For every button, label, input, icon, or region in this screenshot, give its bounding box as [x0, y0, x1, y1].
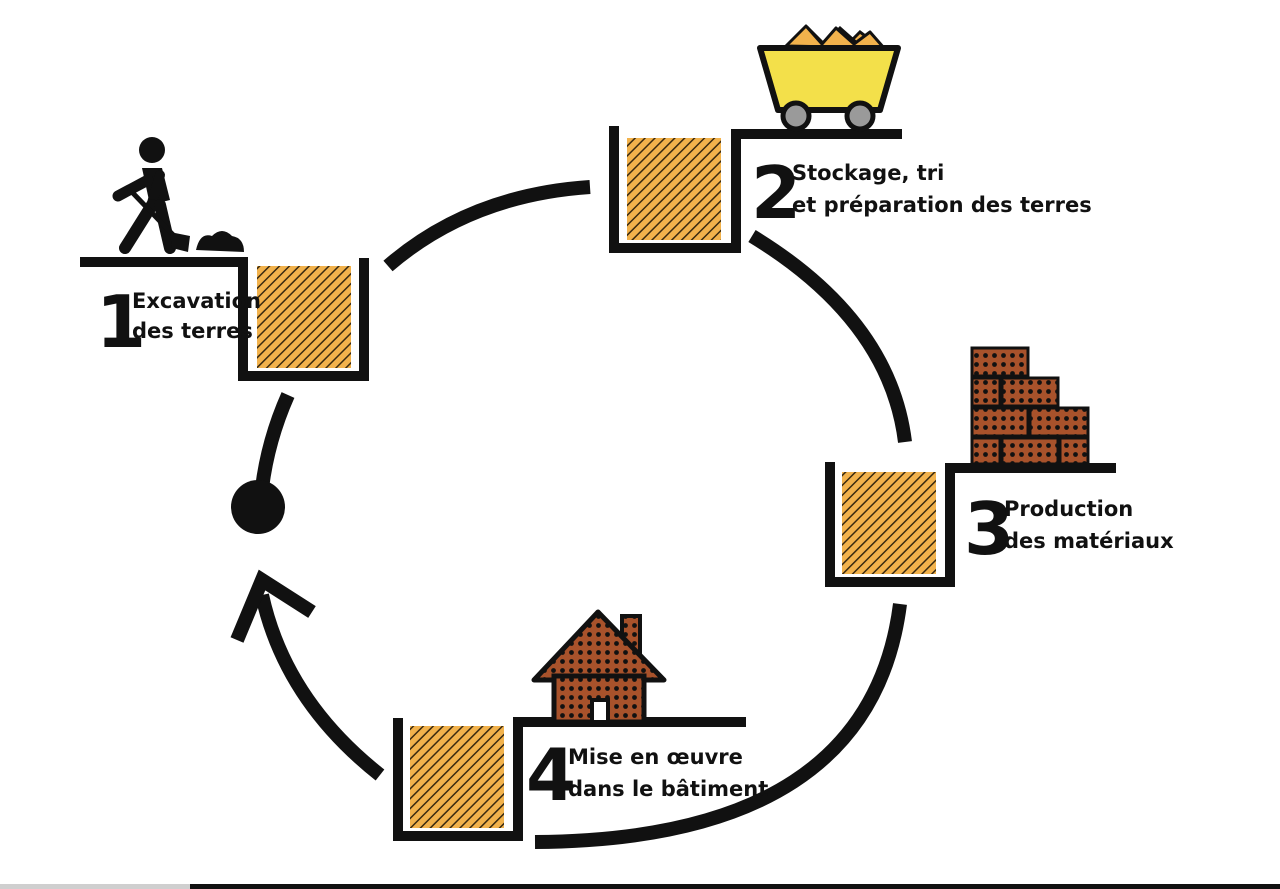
cycle-arrowhead	[230, 569, 316, 643]
step-1-ground	[80, 257, 369, 381]
step-4-label-line1: Mise en œuvre	[568, 745, 743, 769]
step-4-number: 4	[526, 733, 576, 817]
step-1-group: 1 Excavation des terres	[80, 137, 369, 381]
arc-2-to-3	[748, 230, 912, 443]
arc-3-to-4	[534, 603, 907, 849]
bottom-border-left	[0, 884, 190, 889]
cycle-arcs	[255, 180, 912, 849]
step-3-earth-box	[842, 472, 936, 574]
step-1-earth-box	[257, 266, 351, 368]
step-2-number: 2	[751, 151, 801, 235]
step-4-earth-box	[410, 726, 504, 828]
step-1-label-line1: Excavation	[132, 289, 261, 313]
step-3-label-line1: Production	[1004, 497, 1133, 521]
step-2-label-line2: et préparation des terres	[792, 193, 1092, 217]
arc-start-to-1	[255, 392, 295, 489]
step-4-group: 4 Mise en œuvre dans le bâtiment	[393, 609, 768, 841]
step-3-ground	[825, 462, 1116, 587]
step-2-group: 2 Stockage, tri et préparation des terre…	[609, 24, 1092, 253]
step-2-label-line1: Stockage, tri	[792, 161, 944, 185]
step-1-number: 1	[96, 280, 146, 364]
step-3-label-line2: des matériaux	[1004, 529, 1174, 553]
step-3-group: 3 Production des matériaux	[825, 346, 1174, 587]
step-1-label-line2: des terres	[132, 319, 253, 343]
brick-stack-icon	[970, 346, 1090, 466]
worker-digging-icon	[112, 137, 244, 254]
house-icon	[531, 609, 667, 725]
arc-4-to-start	[255, 593, 385, 781]
step-2-ground	[609, 126, 902, 253]
mine-cart-icon	[757, 24, 901, 132]
step-2-earth-box	[627, 138, 721, 240]
cycle-start-dot	[231, 480, 285, 534]
step-3-number: 3	[964, 487, 1014, 571]
arc-1-to-2	[383, 180, 591, 272]
bottom-border	[0, 884, 1280, 889]
step-4-label-line2: dans le bâtiment	[568, 777, 768, 801]
